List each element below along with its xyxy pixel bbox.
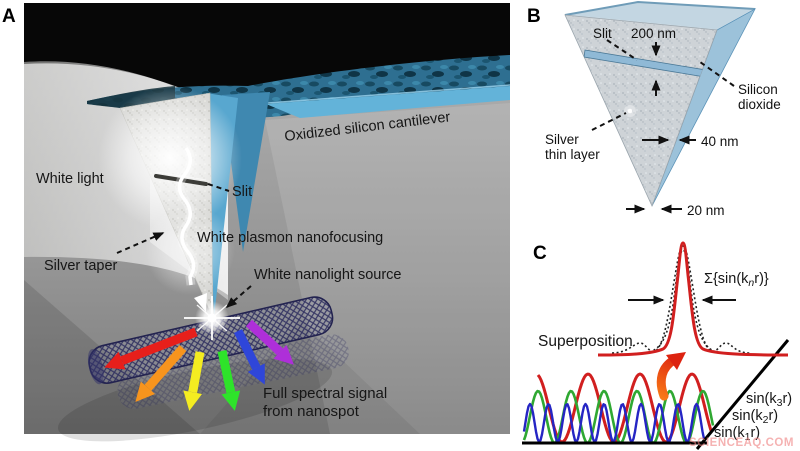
spectral-signal-label-2: from nanospot bbox=[263, 403, 360, 420]
taper-glow-lower bbox=[145, 205, 235, 295]
c-waves bbox=[522, 372, 718, 445]
nanolight-callout-line bbox=[225, 285, 252, 308]
dim-200-label: 200 nm bbox=[631, 26, 676, 41]
superposition-peak bbox=[597, 241, 789, 357]
slit-glint bbox=[155, 171, 207, 181]
pyramid-slit-group bbox=[583, 49, 717, 81]
superposition-arrow bbox=[656, 355, 679, 401]
superposition-label: Superposition bbox=[538, 333, 633, 350]
spectral-arrowhead-red bbox=[104, 351, 126, 370]
sio2-callout bbox=[699, 61, 735, 87]
spectral-arrow-blue bbox=[233, 328, 261, 370]
pyramid-slit-band bbox=[583, 49, 717, 81]
sio2-label-1: Silicon bbox=[738, 82, 778, 97]
taper-glow bbox=[98, 86, 242, 230]
slit-callout-b bbox=[606, 39, 638, 61]
spectral-arrowhead-green bbox=[221, 390, 241, 411]
panel-c-letter: C bbox=[533, 243, 547, 264]
a-spectral-arrows bbox=[104, 319, 294, 411]
sin-k3-label: sin(k3r) bbox=[746, 391, 792, 409]
spectral-arrowhead-yellow bbox=[183, 390, 203, 411]
spectral-arrowhead-blue bbox=[247, 363, 265, 385]
spectral-arrow-magenta bbox=[245, 319, 284, 356]
spectral-arrow-yellow bbox=[188, 351, 205, 394]
slit-label-a: Slit bbox=[232, 184, 252, 200]
dotted-peak-narrow bbox=[644, 249, 722, 354]
silver-layer-label-2: thin layer bbox=[545, 147, 600, 162]
pyramid-front-face bbox=[564, 14, 718, 208]
panel-b-letter: B bbox=[527, 6, 541, 27]
nanotube-shadow bbox=[117, 334, 349, 409]
panel-a-letter: A bbox=[2, 6, 16, 27]
spectral-arrow-orange bbox=[144, 345, 187, 391]
silver-taper-label: Silver taper bbox=[44, 258, 118, 274]
spectral-signal-label-1: Full spectral signal bbox=[263, 385, 387, 402]
sin-k1-label: sin(k1r) bbox=[714, 425, 760, 443]
nanospot-core bbox=[207, 313, 217, 323]
panel-a: A White light Slit Oxidized silicon cant… bbox=[2, 3, 511, 442]
superposition-arrowhead bbox=[666, 352, 686, 370]
white-light-label: White light bbox=[36, 171, 104, 187]
spectral-arrowhead-magenta bbox=[273, 344, 294, 365]
dotted-peak-lobed bbox=[611, 245, 751, 354]
sio2-label-2: dioxide bbox=[738, 97, 781, 112]
sum-formula-label: Σ{sin(knr)} bbox=[704, 271, 769, 289]
white-light-arrow bbox=[177, 147, 196, 286]
silver-layer-callout bbox=[591, 112, 627, 131]
sin-k2-label: sin(k2r) bbox=[732, 408, 778, 426]
pyramid-sparkle bbox=[627, 108, 633, 114]
panel-c: C Σ{sin(knr)} Superposition sin(k3r) sin… bbox=[522, 241, 792, 450]
panel-b: B Slit 200 nm Silicon dioxide Silver thi… bbox=[527, 0, 781, 218]
dim-20-label: 20 nm bbox=[687, 203, 725, 218]
pyramid-top-inner-edge bbox=[564, 0, 756, 16]
dim-40-label: 40 nm bbox=[701, 134, 739, 149]
nanolight-label: White nanolight source bbox=[254, 267, 402, 283]
cantilever-front-edge bbox=[266, 86, 510, 118]
plasmon-label: White plasmon nanofocusing bbox=[197, 230, 383, 246]
sine-wave-blue bbox=[522, 402, 706, 444]
watermark: SCIENCEAQ.COM bbox=[689, 437, 794, 449]
spectral-arrow-red bbox=[120, 327, 198, 365]
floor-facet-mid bbox=[200, 320, 420, 434]
spectral-arrow-green bbox=[217, 350, 236, 394]
slit-label-b: Slit bbox=[593, 26, 612, 41]
taper-diagonal-line bbox=[695, 339, 790, 450]
sine-wave-red bbox=[536, 372, 718, 444]
spectral-arrowhead-orange bbox=[135, 381, 156, 402]
nanotube bbox=[87, 296, 334, 385]
slit-callout-line bbox=[207, 183, 230, 192]
cantilever-highlight bbox=[267, 84, 511, 104]
silver-layer-label-1: Silver bbox=[545, 132, 579, 147]
